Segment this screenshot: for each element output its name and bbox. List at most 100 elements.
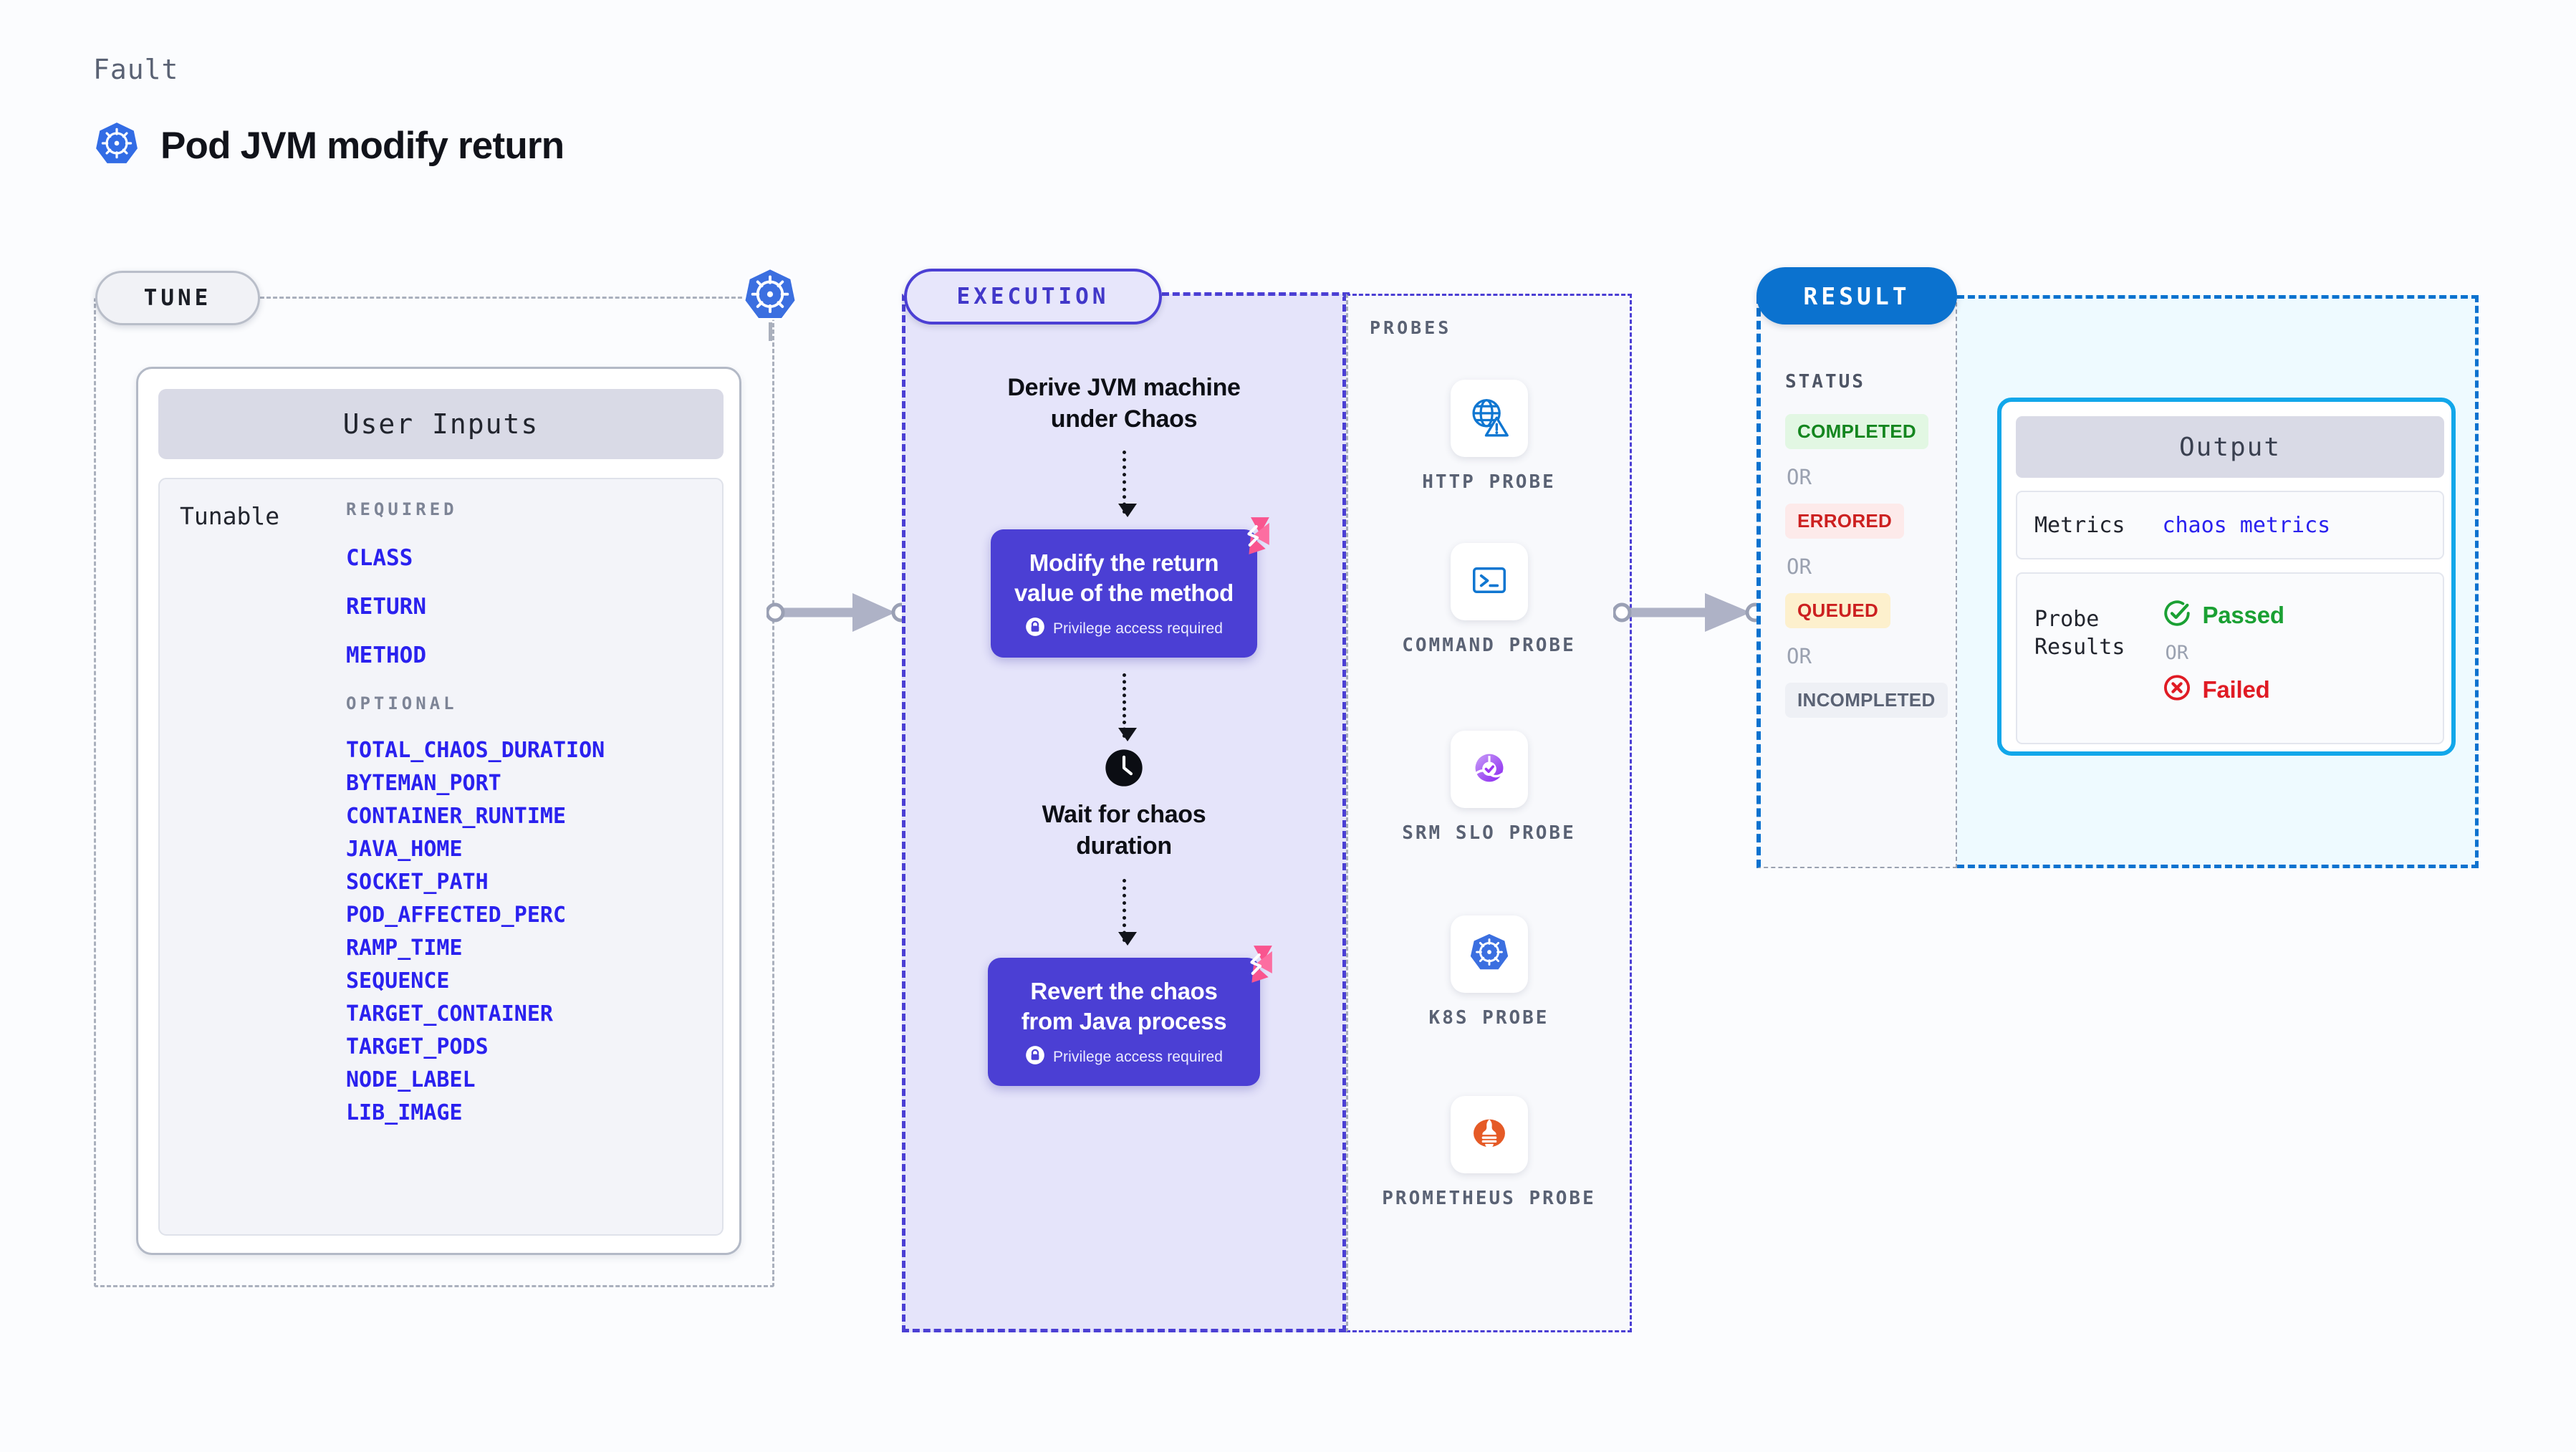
exec-step-modify-return-title: Modify the return value of the method: [1014, 549, 1234, 606]
param-total-chaos-duration[interactable]: TOTAL_CHAOS_DURATION: [346, 738, 605, 763]
litmus-icon: [1229, 514, 1273, 562]
param-byteman-port[interactable]: BYTEMAN_PORT: [346, 771, 501, 796]
optional-section-label: OPTIONAL: [346, 693, 458, 713]
flow-arrow-3: [1118, 879, 1137, 946]
status-or-2: OR: [1787, 554, 1812, 579]
exec-step-derive-jvm: Derive JVM machine under Chaos: [1007, 374, 1241, 433]
probe-srm-slo-label: SRM SLO PROBE: [1402, 822, 1576, 844]
status-badge-incompleted: INCOMPLETED: [1785, 683, 1948, 718]
lock-icon: [1025, 1045, 1045, 1069]
probe-http[interactable]: HTTP PROBE: [1346, 380, 1632, 494]
prometheus-icon: [1467, 1111, 1512, 1159]
kubernetes-icon: [93, 120, 140, 171]
status-badge-queued: QUEUED: [1785, 593, 1891, 628]
param-class[interactable]: CLASS: [346, 545, 413, 571]
param-sequence[interactable]: SEQUENCE: [346, 968, 450, 994]
probe-command-tile: [1450, 543, 1528, 620]
privilege-note-1: Privilege access required: [1025, 617, 1223, 640]
srm-slo-icon: [1467, 746, 1512, 794]
param-lib-image[interactable]: LIB_IMAGE: [346, 1100, 463, 1125]
user-inputs-card: User Inputs Tunable REQUIRED CLASS RETUR…: [136, 367, 741, 1255]
fault-kicker: Fault: [93, 54, 179, 85]
output-metrics-row: Metrics chaos metrics: [2016, 491, 2444, 559]
tunable-label: Tunable: [180, 502, 280, 530]
probe-result-or: OR: [2165, 642, 2188, 664]
param-target-pods[interactable]: TARGET_PODS: [346, 1034, 489, 1059]
probe-k8s-label: K8S PROBE: [1428, 1007, 1549, 1029]
tune-kubernetes-node-icon: [741, 266, 799, 328]
flow-arrow-1: [1118, 451, 1137, 518]
exec-step-revert-chaos-title: Revert the chaos from Java process: [1021, 978, 1227, 1034]
param-java-home[interactable]: JAVA_HOME: [346, 837, 463, 862]
tune-region: [94, 297, 774, 1287]
param-socket-path[interactable]: SOCKET_PATH: [346, 870, 489, 895]
status-badge-errored: ERRORED: [1785, 504, 1905, 539]
page-title: Pod JVM modify return: [160, 125, 564, 167]
user-inputs-title: User Inputs: [158, 389, 724, 459]
probe-prometheus-label: PROMETHEUS PROBE: [1382, 1188, 1596, 1209]
check-circle-icon: [2162, 598, 2192, 632]
probe-srm-slo-tile: [1450, 731, 1528, 808]
required-section-label: REQUIRED: [346, 499, 458, 519]
probe-k8s[interactable]: K8S PROBE: [1346, 915, 1632, 1030]
probe-result-passed: Passed: [2162, 598, 2284, 632]
flow-arrow-2: [1118, 673, 1137, 742]
output-probe-results-key: Probe Results: [2034, 607, 2125, 660]
page-title-row: Pod JVM modify return: [93, 120, 564, 171]
connector-execution-to-result: [1612, 587, 1765, 638]
param-return[interactable]: RETURN: [346, 594, 426, 620]
result-tag[interactable]: RESULT: [1756, 267, 1957, 324]
param-target-container[interactable]: TARGET_CONTAINER: [346, 1001, 553, 1027]
probe-prometheus[interactable]: PROMETHEUS PROBE: [1346, 1096, 1632, 1211]
exec-step-modify-return[interactable]: Modify the return value of the method Pr…: [991, 517, 1269, 658]
globe-warning-icon: [1467, 395, 1512, 443]
param-node-label[interactable]: NODE_LABEL: [346, 1067, 476, 1092]
parameter-column: REQUIRED CLASS RETURN METHOD OPTIONAL TO…: [346, 499, 704, 1125]
execution-flow: Derive JVM machine under Chaos Modify th…: [902, 372, 1346, 1087]
probe-http-tile: [1450, 380, 1528, 457]
status-list: COMPLETED OR ERRORED OR QUEUED OR INCOMP…: [1785, 414, 1964, 718]
kubernetes-icon: [1467, 931, 1512, 979]
probe-command-label: COMMAND PROBE: [1402, 635, 1576, 656]
status-or-1: OR: [1787, 465, 1812, 489]
output-probe-results-row: Probe Results Passed OR: [2016, 572, 2444, 744]
tune-tag[interactable]: TUNE: [95, 271, 260, 325]
output-card: Output Metrics chaos metrics Probe Resul…: [1997, 398, 2456, 756]
exec-step-wait-duration: Wait for chaos duration: [1042, 801, 1206, 860]
status-badge-completed: COMPLETED: [1785, 414, 1928, 449]
probe-srm-slo[interactable]: SRM SLO PROBE: [1346, 731, 1632, 845]
privilege-note-2-text: Privilege access required: [1052, 1048, 1224, 1065]
privilege-note-2: Privilege access required: [1025, 1045, 1223, 1069]
connector-tune-to-execution: [765, 587, 911, 638]
param-container-runtime[interactable]: CONTAINER_RUNTIME: [346, 804, 567, 829]
x-circle-icon: [2162, 673, 2192, 706]
required-params-list: CLASS RETURN METHOD: [346, 545, 704, 668]
privilege-note-1-text: Privilege access required: [1052, 620, 1224, 637]
execution-region-top-border: [1162, 292, 1350, 296]
execution-tag[interactable]: EXECUTION: [904, 269, 1162, 324]
probe-result-failed: Failed: [2162, 673, 2284, 706]
output-metrics-value[interactable]: chaos metrics: [2162, 512, 2331, 538]
lock-icon: [1025, 617, 1045, 640]
terminal-icon: [1468, 559, 1511, 605]
probe-result-failed-label: Failed: [2202, 675, 2270, 703]
status-label: STATUS: [1785, 371, 1865, 393]
clock-icon: [1104, 748, 1144, 788]
optional-params-list: TOTAL_CHAOS_DURATION BYTEMAN_PORT CONTAI…: [346, 738, 704, 1125]
probe-results-values: Passed OR Failed: [2162, 598, 2284, 706]
tune-node-stub: [769, 322, 772, 341]
param-ramp-time[interactable]: RAMP_TIME: [346, 936, 463, 961]
probe-result-passed-label: Passed: [2202, 601, 2284, 628]
probes-label: PROBES: [1370, 317, 1452, 338]
tune-region-top-border: [260, 297, 774, 299]
param-pod-affected-perc[interactable]: POD_AFFECTED_PERC: [346, 903, 567, 928]
probe-prometheus-tile: [1450, 1096, 1528, 1173]
output-metrics-key: Metrics: [2034, 512, 2125, 538]
probe-http-label: HTTP PROBE: [1422, 471, 1556, 493]
exec-step-revert-chaos[interactable]: Revert the chaos from Java process Privi…: [988, 946, 1272, 1087]
param-method[interactable]: METHOD: [346, 643, 426, 668]
output-title: Output: [2016, 416, 2444, 478]
user-inputs-body: Tunable REQUIRED CLASS RETURN METHOD OPT…: [158, 478, 724, 1236]
probe-command[interactable]: COMMAND PROBE: [1346, 543, 1632, 658]
